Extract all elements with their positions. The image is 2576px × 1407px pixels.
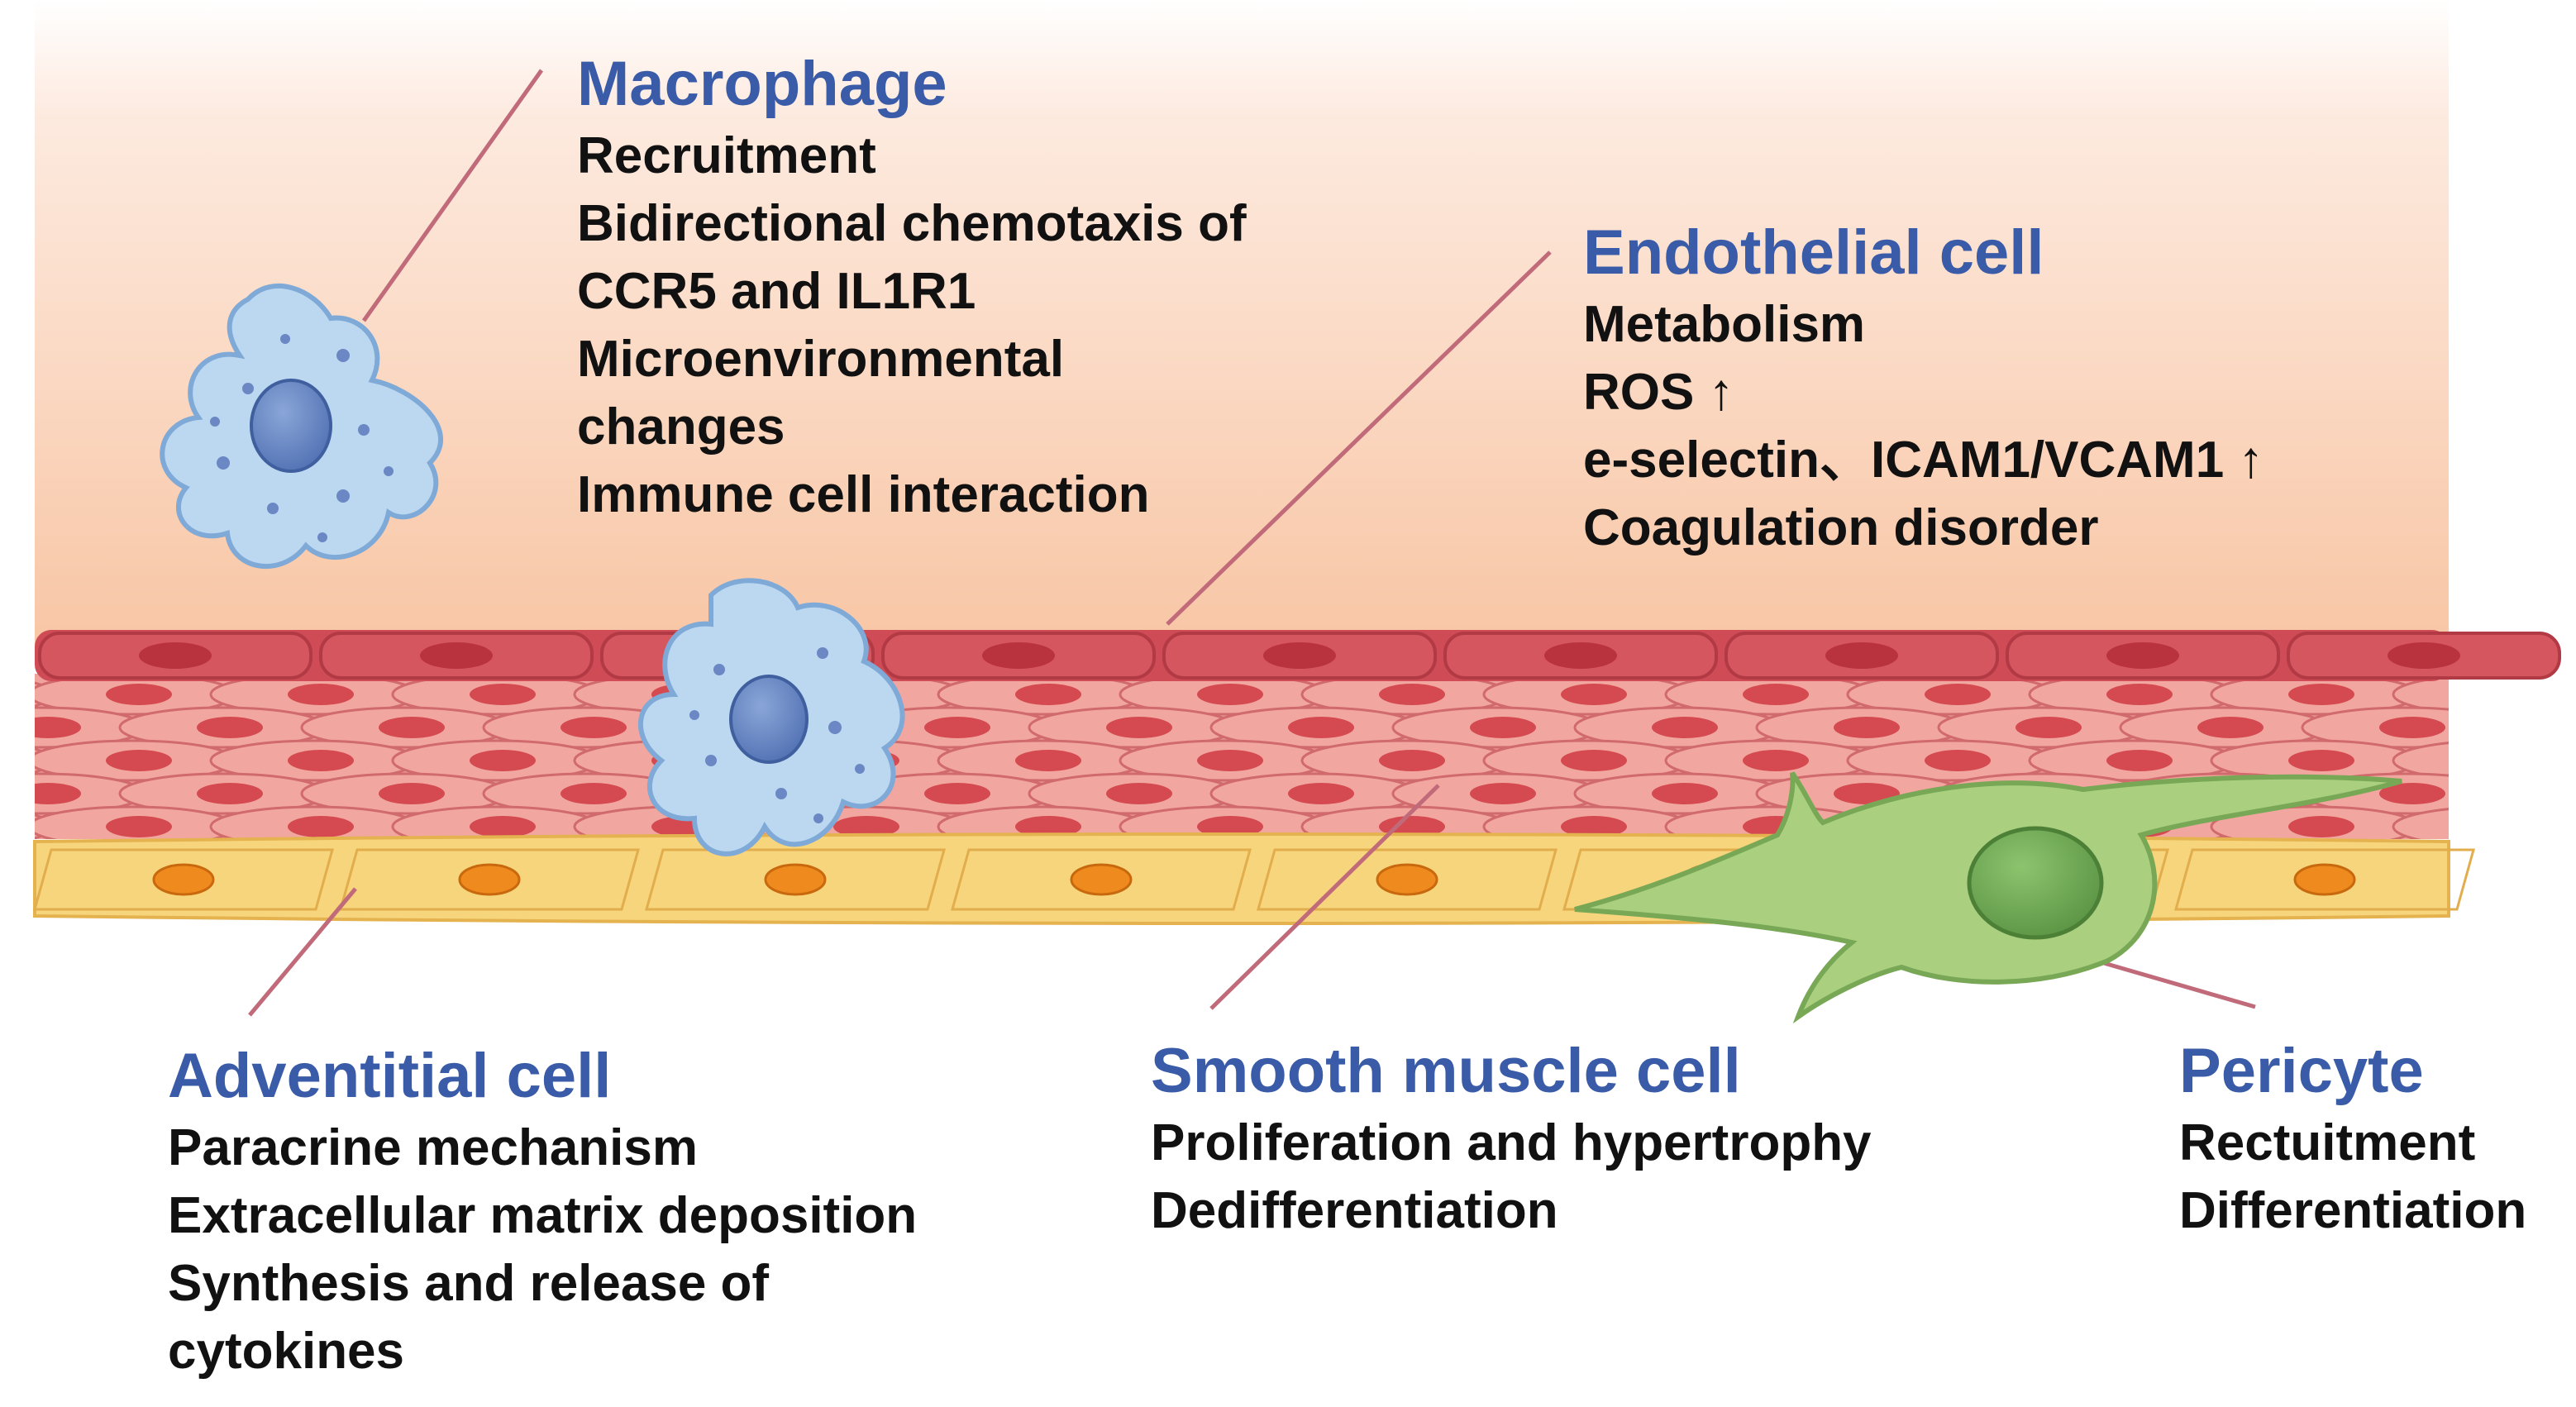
macrophage-title: Macrophage	[577, 49, 947, 119]
leader-lines	[248, 69, 2256, 1017]
endothelial-item: ROS ↑	[1583, 364, 1734, 421]
macrophage-item: Immune cell interaction	[577, 466, 1150, 523]
adventitial-item: cytokines	[168, 1323, 405, 1380]
adventitial-item: Synthesis and release of	[168, 1255, 770, 1312]
macrophage-item: Bidirectional chemotaxis of	[577, 195, 1247, 252]
macrophage-item: CCR5 and IL1R1	[577, 263, 976, 320]
smooth-muscle-leader-line	[1209, 784, 1440, 1010]
endothelial-item: e-selectin、ICAM1/VCAM1 ↑	[1583, 432, 2264, 489]
endothelial-item: Coagulation disorder	[1583, 499, 2099, 556]
pericyte-item: Rectuitment	[2179, 1114, 2476, 1171]
pericyte-title: Pericyte	[2179, 1036, 2424, 1106]
adventitial-item: Extracellular matrix deposition	[168, 1187, 918, 1244]
macrophage-item: Recruitment	[577, 127, 876, 184]
pericyte-cell	[1574, 771, 2402, 1024]
adventitial-item: Paracrine mechanism	[168, 1119, 699, 1176]
endothelial-title: Endothelial cell	[1583, 217, 2044, 288]
macrophage-cell-transmigrating	[638, 578, 905, 856]
pericyte-item: Differentiation	[2179, 1182, 2527, 1239]
adventitial-title: Adventitial cell	[168, 1041, 612, 1111]
macrophage-leader-line	[361, 69, 544, 322]
smooth-muscle-title: Smooth muscle cell	[1151, 1036, 1741, 1106]
macrophage-cell-free	[160, 283, 444, 569]
smooth-muscle-item: Proliferation and hypertrophy	[1151, 1114, 1872, 1171]
endothelium-layer	[35, 630, 2561, 681]
pericyte-annotation: Pericyte Rectuitment Differentiation	[2179, 1033, 2526, 1245]
macrophage-item: changes	[577, 398, 785, 455]
vessel-lumen	[35, 0, 2449, 645]
endothelial-item: Metabolism	[1583, 296, 1866, 353]
adventitial-annotation: Adventitial cell Paracrine mechanism Ext…	[168, 1038, 917, 1386]
endothelial-annotation: Endothelial cell Metabolism ROS ↑ e-sele…	[1583, 215, 2264, 562]
adventitial-leader-line	[248, 887, 357, 1017]
macrophage-annotation: Macrophage Recruitment Bidirectional che…	[577, 46, 1247, 529]
endothelial-leader-line	[1166, 250, 1552, 626]
smooth-muscle-annotation: Smooth muscle cell Proliferation and hyp…	[1151, 1033, 1872, 1245]
smooth-muscle-item: Dedifferentiation	[1151, 1182, 1558, 1239]
macrophage-item: Microenvironmental	[577, 331, 1065, 388]
